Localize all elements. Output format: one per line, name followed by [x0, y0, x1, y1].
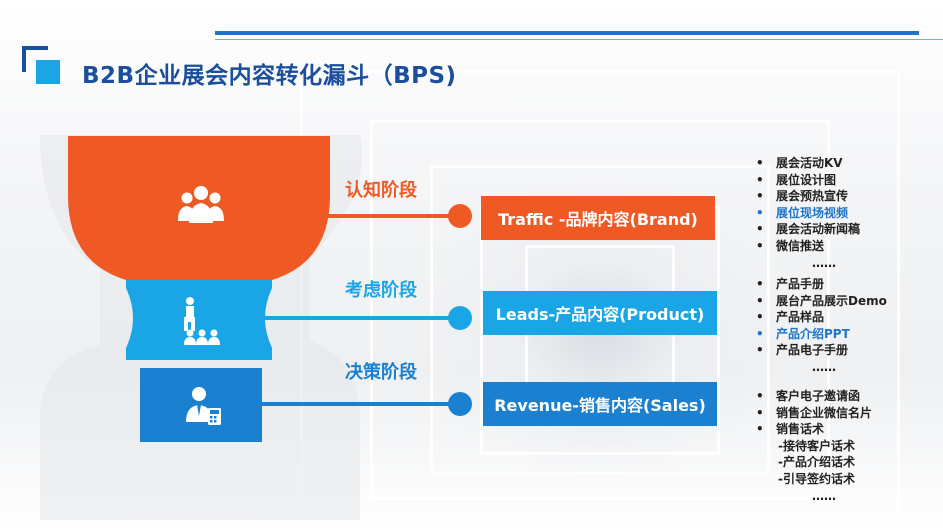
list-item: 销售企业微信名片 [754, 405, 872, 422]
stage-label-consideration: 考虑阶段 [345, 280, 417, 301]
list-item: 产品手册 [754, 276, 887, 293]
connector-line-awareness [231, 214, 461, 218]
list-item: …… [812, 255, 836, 270]
connector-dot-consideration [448, 306, 472, 330]
sales-content-box: Revenue-销售内容(Sales) [483, 382, 717, 426]
header-line-thin [215, 39, 943, 40]
list-item: 展会活动新闻稿 [754, 221, 860, 238]
list-item: 展会预热宣传 [754, 188, 860, 205]
stage-label-decision: 决策阶段 [345, 362, 417, 383]
stage-label-awareness: 认知阶段 [345, 180, 417, 201]
product-content-box: Leads-产品内容(Product) [483, 291, 717, 335]
list-item: …… [812, 359, 836, 374]
list-item: 展台产品展示Demo [754, 293, 887, 310]
product-content-list: 产品手册展台产品展示Demo产品样品产品介绍PPT产品电子手册…… [754, 276, 887, 376]
title-bracket-icon [22, 46, 60, 84]
connector-line-consideration [231, 316, 461, 320]
list-item: …… [812, 488, 836, 503]
list-item: -产品介绍话术 [778, 455, 855, 470]
header-line [215, 31, 919, 35]
connector-dot-awareness [448, 204, 472, 228]
brand-content-list: 展会活动KV展位设计图展会预热宣传展位现场视频展会活动新闻稿微信推送…… [754, 155, 860, 271]
list-item: 展位现场视频 [754, 205, 860, 222]
list-item: 产品样品 [754, 309, 887, 326]
page-title: B2B企业展会内容转化漏斗（BPS) [82, 63, 457, 89]
connector-dot-decision [448, 392, 472, 416]
connector-line-decision [231, 402, 461, 406]
list-item: 产品介绍PPT [754, 326, 887, 343]
list-item: 客户电子邀请函 [754, 388, 872, 405]
list-item: -接待客户话术 [778, 438, 855, 453]
list-item: 微信推送 [754, 238, 860, 255]
sales-content-list: 客户电子邀请函销售企业微信名片销售话术-接待客户话术 -产品介绍话术-引导签约话术… [754, 388, 872, 504]
list-item: 销售话术 [754, 421, 872, 438]
list-item: 展位设计图 [754, 172, 860, 189]
brand-content-box: Traffic -品牌内容(Brand) [481, 196, 715, 240]
list-item: 展会活动KV [754, 155, 860, 172]
list-item: -引导签约话术 [778, 471, 855, 486]
presentation-icon [184, 297, 220, 345]
list-item: 产品电子手册 [754, 342, 887, 359]
group-icon [178, 186, 224, 223]
salesman-icon [186, 387, 221, 425]
